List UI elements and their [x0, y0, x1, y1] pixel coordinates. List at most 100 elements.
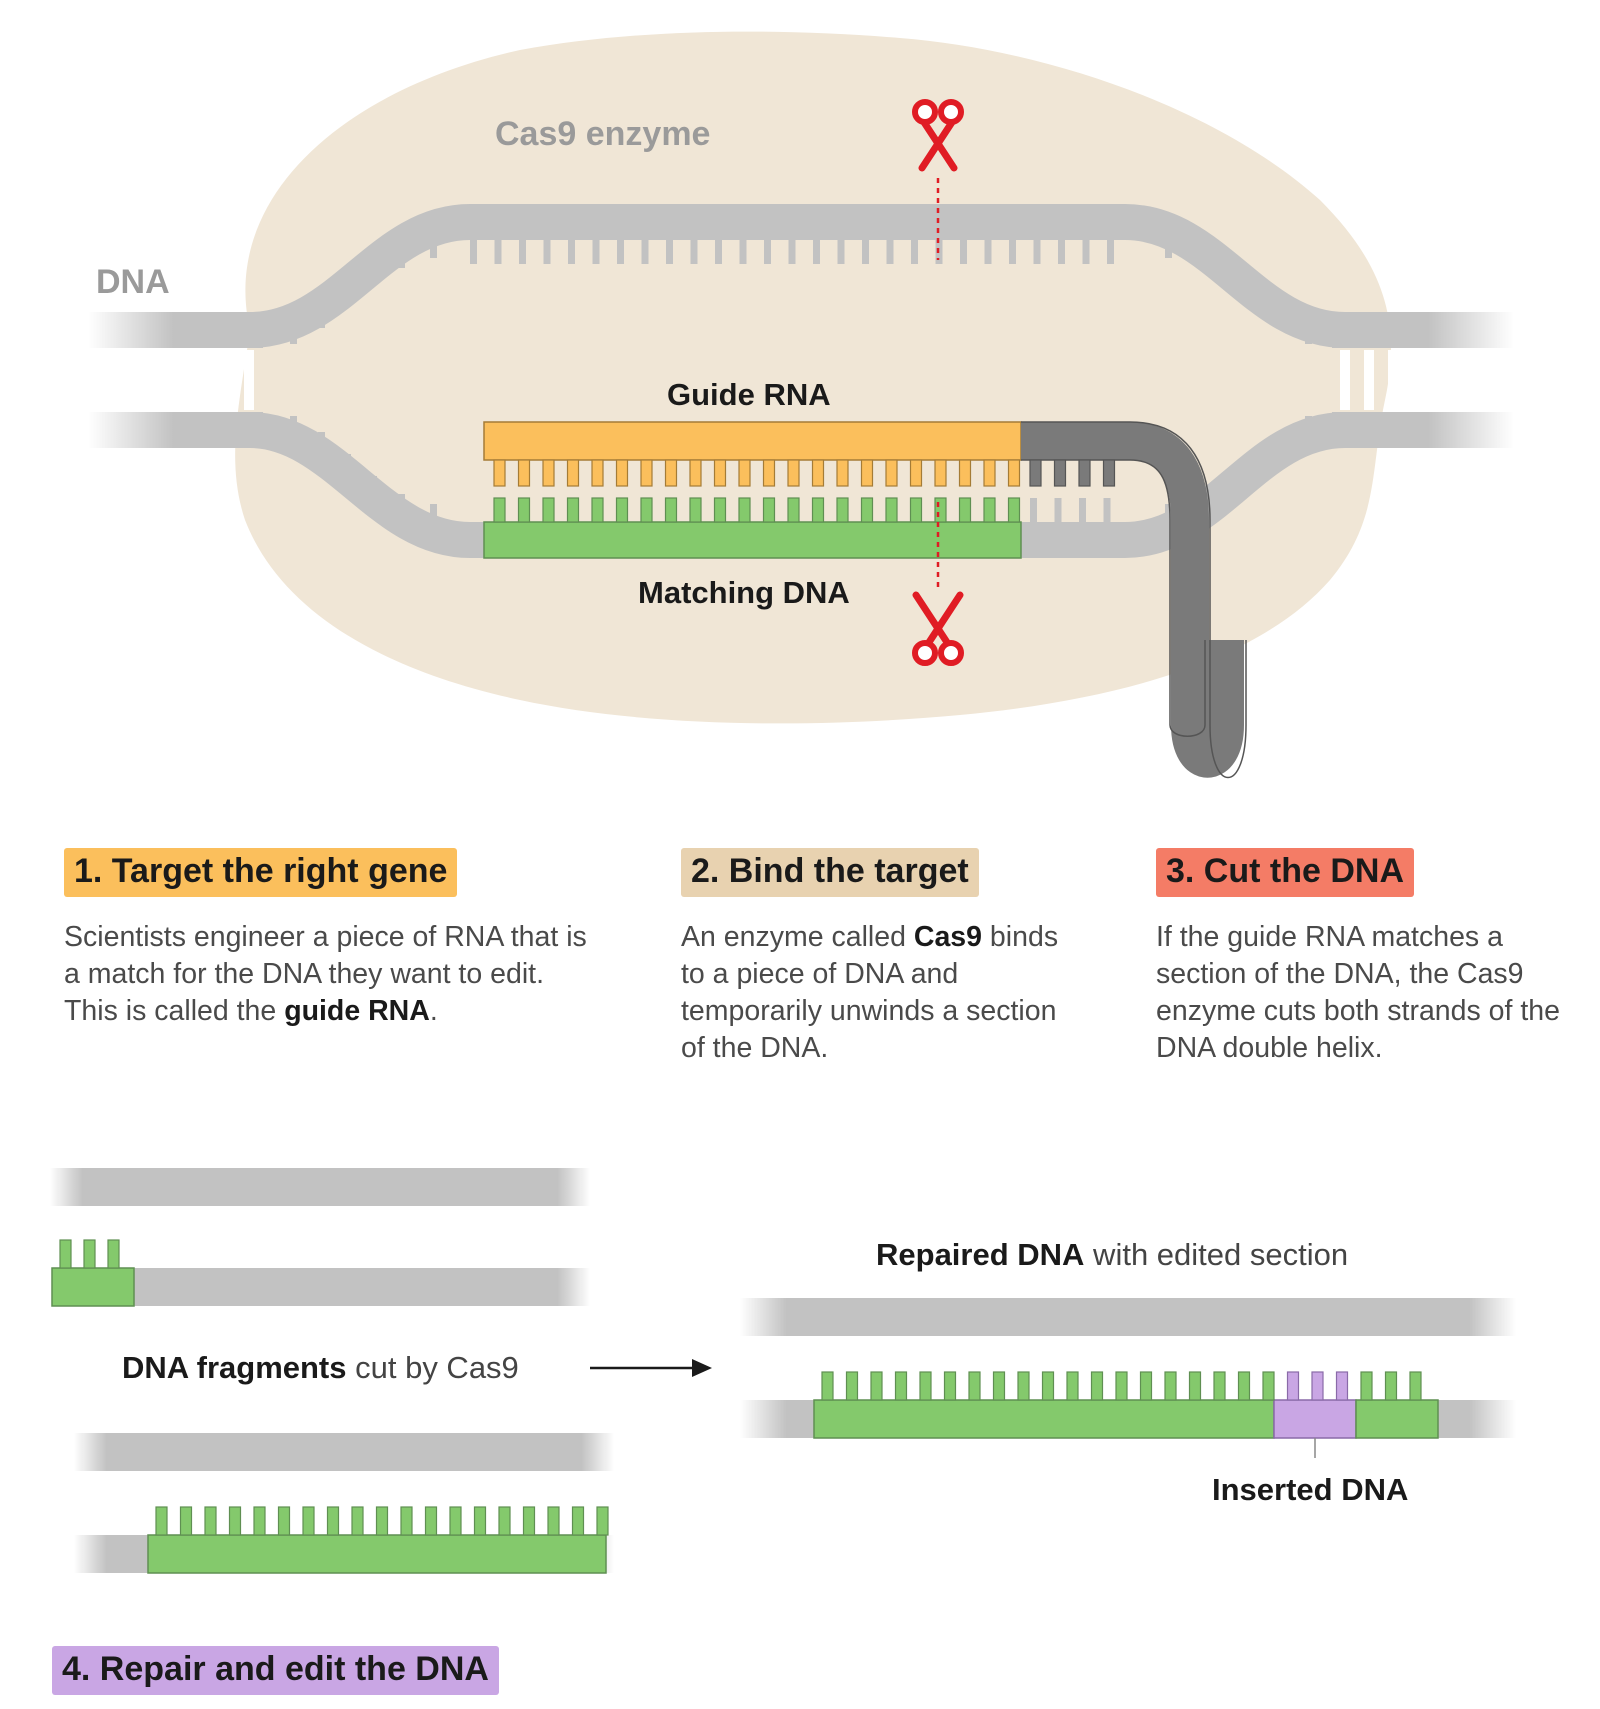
step-3-text: If the guide RNA matches a section of th… [1156, 919, 1566, 1067]
guide-rna-base [1007, 459, 1021, 487]
fragment-base [302, 1506, 315, 1536]
base-stub [715, 240, 722, 264]
matching-dna-base [958, 497, 972, 523]
base-pair-rung [750, 1336, 760, 1400]
base-pair-rung [444, 1471, 454, 1535]
base-pair-rung [148, 350, 158, 410]
step-2-text-b: binds to a piece of DNA and temporarily … [681, 921, 1059, 1064]
fragment-base [375, 1506, 389, 1536]
dna-fragment-top [50, 1168, 590, 1306]
repaired-base [1139, 1371, 1153, 1401]
repaired-base [894, 1371, 908, 1401]
base-pair-rung [1460, 350, 1470, 410]
dna-fragments-bold: DNA fragments [122, 1350, 347, 1385]
step-3-text-a: If the guide RNA matches a section of th… [1156, 921, 1560, 1064]
repaired-base [1115, 1371, 1128, 1401]
guide-rna-base [934, 459, 947, 487]
base-stub [911, 240, 918, 264]
base-pair-rung [84, 1471, 94, 1535]
base-pair-rung [1134, 1336, 1144, 1400]
matching-dna-label: Matching DNA [638, 575, 850, 610]
repaired-base [1360, 1371, 1373, 1401]
repaired-base [943, 1371, 957, 1401]
guide-rna-base [493, 459, 506, 487]
base-pair-rung [1388, 350, 1398, 410]
matching-dna-base [640, 497, 653, 523]
base-stub [1058, 240, 1065, 264]
base-pair-rung [84, 1206, 94, 1268]
inserted-dna-segment [1273, 1399, 1357, 1439]
fragment-base [351, 1506, 364, 1536]
dna-fragments-label: DNA fragments cut by Cas9 [122, 1350, 519, 1385]
base-pair-rung [108, 1471, 118, 1535]
base-stub [837, 240, 845, 264]
guide-rna-base [615, 459, 629, 487]
matching-dna-base [860, 497, 874, 523]
matching-dna-base [983, 497, 996, 523]
base-pair-rung [774, 1336, 784, 1400]
step-3-title: 3. Cut the DNA [1156, 848, 1414, 897]
repaired-green-left [813, 1399, 1275, 1439]
repaired-base [1409, 1371, 1422, 1401]
base-stub [1107, 240, 1114, 264]
fragment-base [253, 1506, 266, 1536]
base-pair-rung [1340, 350, 1350, 410]
base-pair-rung [252, 1471, 262, 1535]
base-pair-rung [444, 1206, 454, 1268]
repaired-base [1384, 1371, 1398, 1401]
base-pair-rung [420, 1471, 430, 1535]
base-pair-rung [1158, 1336, 1168, 1400]
base-stub [1082, 240, 1090, 264]
base-stub [788, 240, 796, 264]
repaired-base [1237, 1371, 1251, 1401]
repaired-base [1066, 1371, 1079, 1401]
base-stub [568, 240, 575, 264]
base-pair-rung [1364, 350, 1374, 410]
base-pair-rung [798, 1336, 808, 1400]
scissors-icon [912, 591, 964, 666]
base-stub [690, 240, 698, 264]
base-pair-rung [172, 350, 182, 410]
base-pair-rung [156, 1206, 166, 1268]
base-pair-rung [228, 1471, 238, 1535]
repaired-base [1188, 1371, 1202, 1401]
base-pair-rung [300, 1471, 310, 1535]
matching-dna-base [493, 497, 506, 523]
base-pair-rung [1374, 1336, 1384, 1400]
repaired-base [919, 1371, 932, 1401]
repaired-base [845, 1371, 859, 1401]
inserted-base [1335, 1371, 1349, 1401]
base-stub [470, 240, 477, 264]
guide-rna-base [860, 459, 874, 487]
base-stub [1009, 240, 1016, 264]
guide-rna-base [787, 459, 800, 487]
base-pair-rung [220, 350, 230, 410]
fragment-green-end [51, 1267, 135, 1307]
step-2-text-a: An enzyme called [681, 921, 914, 953]
repaired-dna-label: Repaired DNA with edited section [876, 1237, 1348, 1272]
guide-rna-tail-base [1102, 459, 1116, 487]
base-pair-rung [1110, 1336, 1120, 1400]
step-1-text-a: Scientists engineer a piece of RNA that … [64, 921, 587, 1027]
base-pair-rung [1494, 1336, 1504, 1400]
base-pair-rung [894, 1336, 904, 1400]
guide-rna-base [762, 459, 776, 487]
repaired-base [1164, 1371, 1177, 1401]
base-stub [1277, 432, 1284, 454]
base-pair-rung [870, 1336, 880, 1400]
base-pair-rung [100, 350, 110, 410]
matching-dna-base [934, 497, 947, 523]
repaired-base [1262, 1371, 1275, 1401]
base-stub [617, 240, 624, 264]
base-pair-rung [1412, 350, 1422, 410]
guide-rna-segment [483, 421, 1022, 461]
guide-rna-base [517, 459, 531, 487]
base-stub [886, 240, 894, 264]
fragment-base [571, 1506, 585, 1536]
base-pair-rung [324, 1471, 334, 1535]
base-stub [641, 240, 649, 264]
base-pair-rung [180, 1471, 190, 1535]
base-pair-rung [420, 1206, 430, 1268]
repaired-base [1017, 1371, 1030, 1401]
dna-label: DNA [96, 263, 170, 301]
